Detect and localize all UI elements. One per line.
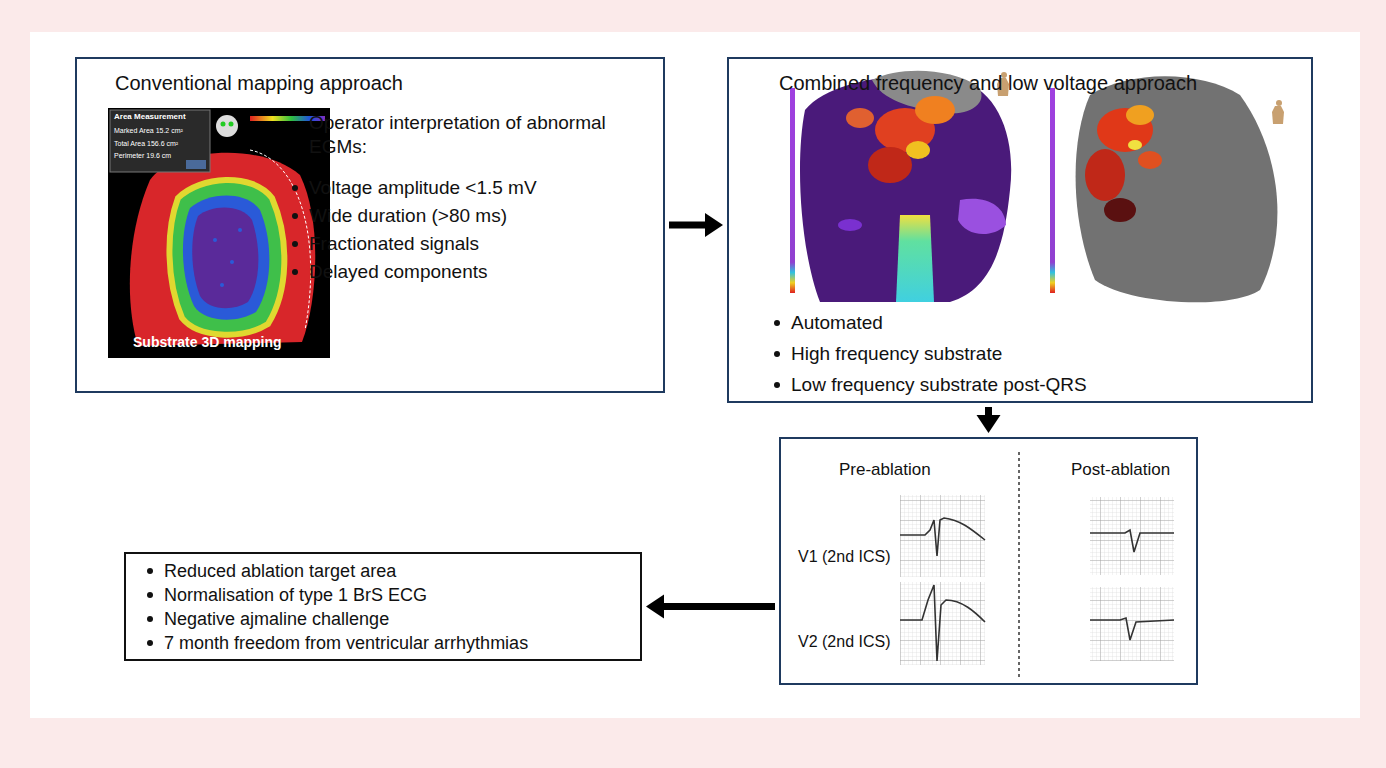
illustration-part (221, 122, 226, 127)
ecg-box: Pre-ablation Post-ablation V1 (2nd ICS) V2 … (779, 437, 1198, 685)
bullet-text: Low frequency substrate post-QRS (791, 373, 1087, 397)
flow-arrow (669, 213, 723, 237)
illustration-part (1272, 106, 1284, 124)
bullet-text: High frequency substrate (791, 342, 1002, 366)
box-text: Operator interpretation of abnormal EGMs… (309, 111, 609, 159)
box-text: Post-ablation (1071, 459, 1170, 480)
illustration-part (1018, 452, 1020, 680)
illustration-part (250, 150, 311, 330)
bullet-text: Delayed components (309, 260, 488, 284)
screen-text: Total Area 156.6 cm² (114, 140, 178, 148)
bullet-dot (292, 269, 298, 275)
substrate-map-image (108, 108, 330, 358)
illustration-part (216, 115, 238, 137)
illustration-part (1138, 151, 1162, 169)
illustration-part (192, 207, 258, 308)
box-text: V1 (2nd ICS) (798, 547, 890, 567)
arrow-head (977, 415, 1001, 433)
frequency-maps (790, 71, 1284, 303)
arrow-head (705, 213, 723, 237)
bullet-dot (147, 592, 153, 598)
illustration-part (229, 122, 234, 127)
ecg-strips (900, 452, 1174, 680)
bullet-dot (147, 640, 153, 646)
illustration-part (900, 518, 985, 556)
box-heading: Conventional mapping approach (115, 71, 403, 96)
illustration-part (846, 108, 874, 128)
illustration-part (1076, 76, 1278, 302)
bullet-dot (774, 320, 780, 326)
flow-arrow (977, 407, 1001, 433)
illustration-part (1126, 105, 1154, 125)
illustration-part (110, 110, 210, 172)
illustration-part (230, 260, 234, 264)
bullet-text: Wide duration (>80 ms) (309, 204, 507, 228)
illustration-part (108, 108, 330, 358)
bullet-text: Voltage amplitude <1.5 mV (309, 176, 537, 200)
illustration-part (896, 215, 934, 302)
method-box: Combined frequency and low voltage appro… (727, 57, 1313, 403)
screen-text: Area Measurement (114, 113, 186, 122)
bullet-dot (147, 616, 153, 622)
bullet-dot (292, 213, 298, 219)
bullet-text: Normalisation of type 1 BrS ECG (164, 584, 427, 607)
illustration-part (1104, 198, 1136, 222)
arrow-shaft (669, 222, 707, 229)
bullet-text: Fractionated signals (309, 232, 479, 256)
bullet-dot (292, 241, 298, 247)
illustration-part (1128, 140, 1142, 150)
illustration-part (183, 196, 269, 320)
bullet-text: Automated (791, 311, 883, 335)
arrow-head (646, 595, 664, 619)
screen-text: Marked Area 15.2 cm² (114, 127, 183, 135)
illustration-part (900, 495, 985, 577)
illustration-part (900, 582, 985, 665)
illustration-part (868, 147, 912, 183)
illustration-part (915, 96, 955, 124)
flow-arrow (646, 595, 775, 619)
box-heading: Pre-ablation (839, 459, 931, 480)
screen-text: Perimeter 19.6 cm (114, 152, 171, 160)
illustration-part (238, 228, 242, 232)
illustration-part (213, 238, 217, 242)
result-box: Reduced ablation target areaNormalisatio… (124, 552, 642, 661)
illustration-part (186, 160, 206, 169)
illustration-part (1090, 587, 1174, 661)
bullet-text: Reduced ablation target area (164, 560, 396, 583)
bullet-dot (147, 568, 153, 574)
bullet-dot (774, 382, 780, 388)
bullet-dot (292, 185, 298, 191)
illustration-part (900, 585, 985, 661)
illustration-part (1090, 497, 1174, 575)
illustration-part (906, 141, 930, 159)
illustration-part (1090, 618, 1174, 640)
illustration-part (1090, 530, 1174, 552)
illustration-part (1050, 88, 1055, 293)
illustration-part (790, 88, 795, 293)
bullet-text: 7 month freedom from ventricular arrhyth… (164, 632, 528, 655)
illustration-part (800, 76, 1011, 302)
illustration-part (169, 180, 284, 335)
illustration-part (1085, 149, 1125, 201)
illustration-part (130, 153, 315, 346)
illustration-part (220, 283, 224, 287)
illustration-part (838, 219, 862, 231)
image-caption: Substrate 3D mapping (133, 335, 282, 350)
arrow-shaft (662, 603, 775, 610)
bullet-text: Negative ajmaline challenge (164, 608, 389, 631)
box-heading: Combined frequency and low voltage appro… (779, 71, 1197, 96)
box-text: V2 (2nd ICS) (798, 632, 890, 652)
illustration-part (1276, 100, 1282, 106)
illustration-part (958, 199, 1006, 234)
bullet-dot (774, 351, 780, 357)
